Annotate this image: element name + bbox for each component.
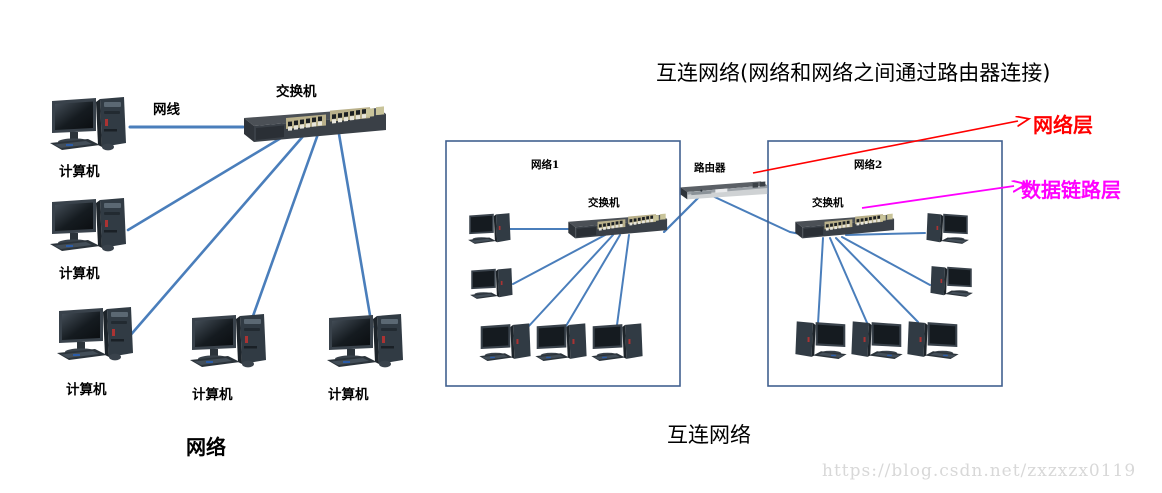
left-computer-5 [325, 312, 411, 374]
left-computer-1 [48, 95, 134, 157]
cable-pc3 [126, 132, 307, 340]
datalink-layer-arrow [861, 186, 1014, 209]
net1-computer-5 [590, 322, 648, 366]
net2-switch [792, 212, 896, 244]
net1-cable-pc3 [527, 234, 614, 328]
left-computer-3 [55, 305, 141, 367]
net2-cable-pc2 [841, 236, 931, 286]
net2-computer-4 [846, 320, 904, 364]
left-computer-4 [188, 312, 274, 374]
network-1-box [445, 140, 681, 387]
network-2-label: 网络2 [854, 159, 883, 171]
watermark: https://blog.csdn.net/zxzxzx0119 [822, 461, 1137, 481]
net2-cable-pc3 [835, 237, 919, 323]
left-computer-1-label: 计算机 [59, 164, 100, 180]
net1-cable-pc2 [512, 233, 608, 285]
left-computer-2 [48, 196, 134, 258]
cable-pc4 [246, 132, 320, 332]
network-layer-annotation-label: 网络层 [1033, 113, 1093, 137]
net2-cable-pc4 [829, 237, 869, 326]
net2-computer-1 [922, 212, 970, 248]
network-layer-arrow [752, 121, 1018, 174]
left-computer-3-label: 计算机 [66, 382, 107, 398]
net1-computer-4 [534, 322, 592, 366]
net1-computer-3 [478, 322, 536, 366]
net2-cable-pc1 [845, 232, 926, 236]
router-downlink-net2 [705, 192, 791, 233]
net1-cable-pc4 [565, 234, 621, 327]
net1-cable-pc5 [616, 234, 630, 326]
net2-switch-label: 交换机 [812, 197, 844, 209]
net1-computer-1 [467, 212, 515, 248]
cable-pc5 [337, 132, 374, 329]
interconnect-title: 互连网络(网络和网络之间通过路由器连接) [656, 61, 1051, 85]
net1-switch-label: 交换机 [588, 197, 620, 209]
datalink-layer-annotation-label: 数据链路层 [1021, 178, 1121, 202]
net2-cable-pc5 [817, 237, 824, 325]
net2-computer-3 [790, 320, 848, 364]
network-2-box [767, 140, 1003, 387]
left-cable-label: 网线 [153, 102, 180, 118]
net1-computer-2 [469, 267, 517, 303]
left-diagram-caption: 网络 [186, 435, 226, 459]
network-1-label: 网络1 [531, 159, 560, 171]
cable-pc2 [126, 130, 293, 232]
net2-computer-5 [902, 320, 960, 364]
router [678, 179, 770, 205]
left-switch [240, 104, 388, 150]
left-computer-2-label: 计算机 [59, 266, 100, 282]
left-computer-4-label: 计算机 [192, 387, 233, 403]
net1-switch [565, 212, 669, 244]
net2-computer-2 [926, 265, 974, 301]
router-label: 路由器 [694, 162, 726, 174]
left-switch-label: 交换机 [276, 84, 317, 100]
interconnect-caption: 互连网络 [667, 423, 751, 447]
left-computer-5-label: 计算机 [328, 387, 369, 403]
router-downlink-net1 [663, 192, 704, 233]
